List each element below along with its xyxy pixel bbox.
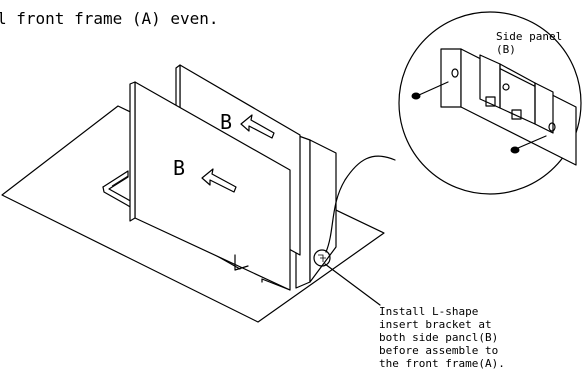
note-line: the front frame(A). — [379, 357, 505, 370]
screw-icon — [411, 81, 449, 100]
note-line: Install L-shape — [379, 305, 478, 318]
front-panel-arrow-icon — [201, 168, 237, 193]
instruction-header: l front frame (A) even. — [0, 9, 219, 28]
screw-icon — [510, 135, 547, 154]
back-panel-arrow-icon — [240, 114, 275, 139]
back-panel-label: B — [220, 110, 232, 134]
installation-note: Install L-shape insert bracket at both s… — [379, 305, 505, 370]
detail-leader-line — [325, 155, 396, 253]
bracket-detail-small — [318, 254, 326, 262]
note-line: both side pancl(B) — [379, 331, 498, 344]
detail-label-line1: Side panel — [496, 30, 562, 43]
bracket-callout-circle — [313, 249, 331, 267]
detail-view — [398, 11, 582, 195]
front-panel — [129, 81, 291, 291]
front-panel-label: B — [173, 156, 185, 180]
detail-label-line2: (B) — [496, 43, 516, 56]
note-line: insert bracket at — [379, 318, 492, 331]
note-line: before assemble to — [379, 344, 498, 357]
note-leader-line — [324, 263, 381, 306]
